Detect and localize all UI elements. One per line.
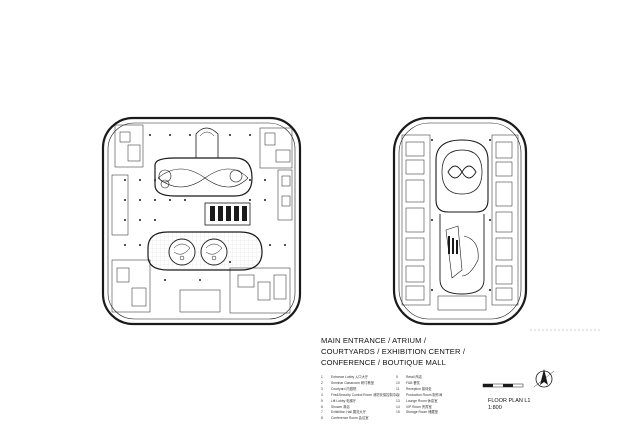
plan-title: MAIN ENTRANCE / ATRIUM / COURTYARDS / EX… (321, 335, 491, 368)
lower-atrium (147, 231, 263, 271)
plan-label: FLOOR PLAN L1 (488, 398, 531, 404)
left-perimeter-rooms (111, 124, 293, 314)
upper-atrium (154, 127, 253, 197)
plan-scale: 1:800 (488, 405, 502, 411)
left-building-plan (101, 116, 302, 326)
left-column-grid (124, 134, 286, 281)
scale-bar (482, 383, 524, 388)
right-building-plan (392, 116, 528, 326)
north-arrow-icon (533, 369, 555, 388)
right-column-grid (431, 139, 491, 291)
title-line-1: MAIN ENTRANCE / ATRIUM / (321, 336, 427, 345)
plan-label-block: FLOOR PLAN L1 1:800 (488, 398, 531, 412)
right-atrium (435, 139, 489, 295)
title-line-3: CONFERENCE / BOUTIQUE MALL (321, 358, 446, 367)
title-line-2: COURTYARDS / EXHIBITION CENTER / (321, 347, 466, 356)
right-perimeter-rooms (401, 134, 519, 311)
exhibition-hall (204, 202, 251, 226)
